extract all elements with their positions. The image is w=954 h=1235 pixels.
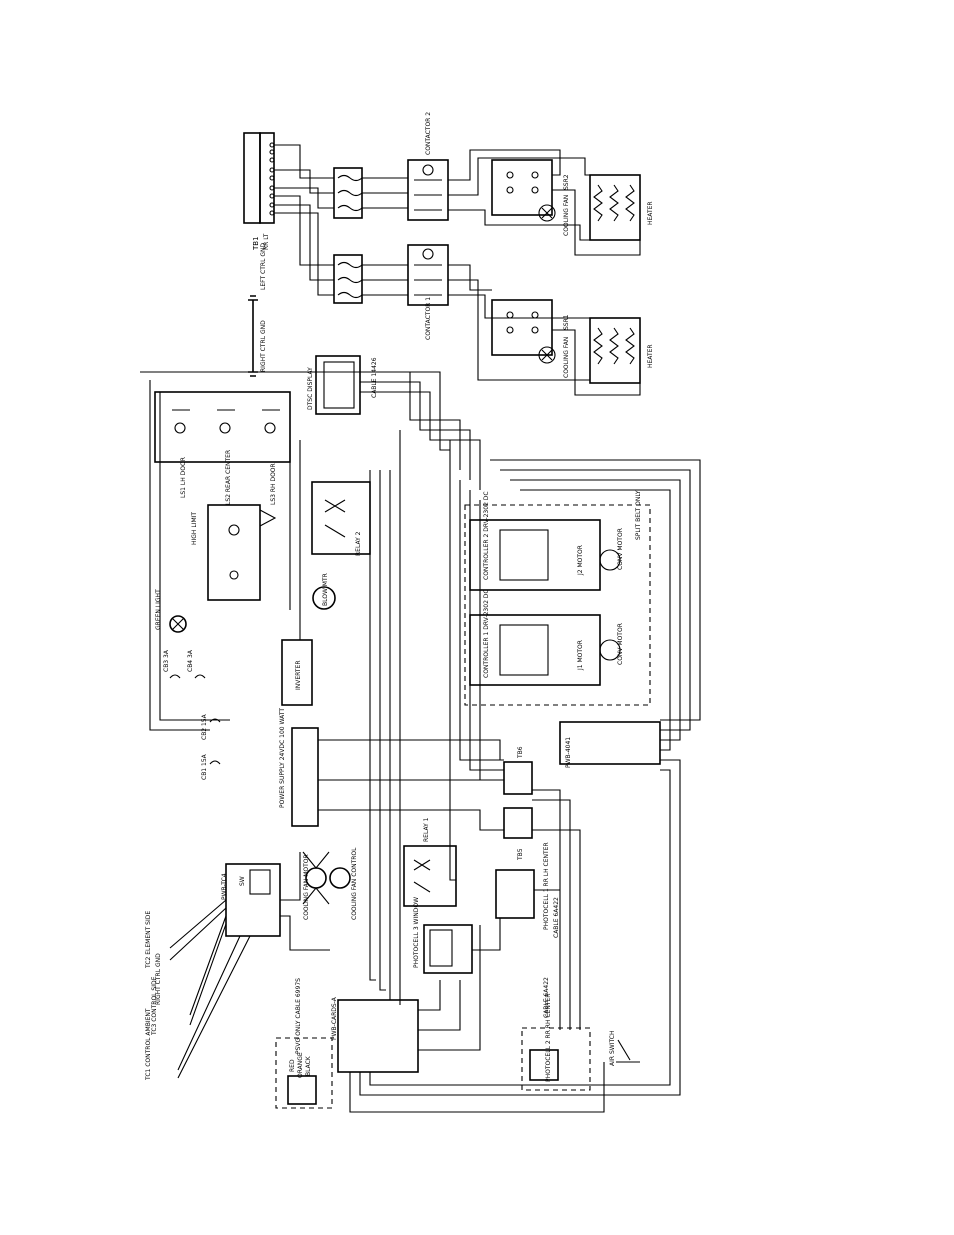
limit-switches: LS1 LH DOOR LS2 REAR CENTER LS3 RH DOOR — [154, 391, 291, 505]
black-wire-label: BLACK — [305, 1055, 312, 1076]
high-limit-label: HIGH LIMIT — [191, 512, 198, 545]
fuse-block-lower — [333, 254, 363, 304]
contactor1-label: CONTACTOR 1 — [425, 297, 432, 340]
tb5: TB5 — [503, 807, 533, 861]
pwb-cards-a: PWB-CARDS-A — [331, 996, 419, 1073]
ssr2-label: SSR2 — [563, 174, 570, 190]
heater-lower: HEATER — [589, 317, 654, 384]
cooling-fan-motor-label: COOLING FAN MOTOR — [303, 854, 310, 920]
j2-motor-label: J2 MOTOR — [577, 545, 584, 576]
conv-motor-1-label: CONV MOTOR — [617, 623, 624, 665]
tc2-label: TC2 ELEMENT SIDE — [145, 911, 152, 969]
j1-motor-label: J1 MOTOR — [577, 640, 584, 671]
pwb-cards-label: PWB-CARDS-A — [331, 996, 338, 1040]
thermocouples: TC2 ELEMENT SIDE RIGHT CTRL GND TC3 CONT… — [145, 899, 251, 1081]
left-ctrl-ground: LEFT CTRL GND — [248, 243, 267, 340]
cooling-fan-2-label: COOLING FAN — [563, 195, 570, 236]
cb2-label: CB2 15A — [201, 713, 208, 740]
relay-2: RELAY 2 — [311, 481, 371, 556]
heater-upper: HEATER — [589, 174, 654, 241]
tb1-sub-label: RR LT — [263, 233, 270, 250]
inverter-label: INVERTER — [295, 660, 302, 690]
ls3-label: LS3 RH DOOR — [270, 463, 277, 505]
cooling-fan-1-label: COOLING FAN — [563, 337, 570, 378]
right-gnd-label: RIGHT CTRL GND — [260, 320, 267, 372]
sw-label: SW — [239, 876, 246, 886]
right-ctrl-gnd2-label: RIGHT CTRL GND — [155, 953, 162, 1005]
inverter: INVERTER — [281, 639, 313, 706]
split-belt-area — [464, 504, 651, 706]
cooling-fan-control-label: COOLING FAN CONTROL — [351, 847, 358, 920]
controller-1: CONTROLLER 1 DRV-2302 DC J1 MOTOR CONV M… — [469, 589, 624, 686]
ls2-label: LS2 REAR CENTER — [225, 450, 232, 505]
ssr1: SSR1 COOLING FAN — [491, 299, 570, 378]
contactor2-label: CONTACTOR 2 — [425, 112, 432, 155]
tb6: TB6 — [503, 746, 533, 795]
tb5-label: TB5 — [517, 848, 524, 861]
split-belt-label: SPLIT BELT ONLY — [635, 490, 642, 540]
heater-lower-label: HEATER — [647, 344, 654, 368]
pwb-tc4-label: PWB-TC4 — [221, 873, 228, 900]
heater-upper-label: HEATER — [647, 201, 654, 225]
photocell-1: PHOTOCELL 1 RR LH CENTER CABLE 6A422 — [495, 842, 560, 938]
tb1-label: TB1 — [252, 236, 260, 251]
conv-motor-2-label: CONV MOTOR — [617, 528, 624, 570]
air-switch-label: AIR SWITCH — [609, 1031, 616, 1066]
tc1-label: TC1 CONTROL AMBIENT — [145, 1008, 152, 1081]
green-light: GREEN LIGHT — [155, 589, 187, 633]
cable-6422a-label: CABLE 6A422 — [553, 897, 560, 938]
tb6-label: TB6 — [517, 746, 524, 759]
cb4-label: CB4 3A — [187, 649, 194, 672]
pwb-4041-label: PWB-4041 — [565, 737, 572, 768]
power-supply: POWER SUPPLY 24VDC 100 WATT — [279, 708, 319, 827]
cb1-label: CB1 15A — [201, 753, 208, 780]
left-gnd-label: LEFT CTRL GND — [260, 243, 267, 290]
tc3-label: TC3 CONTROL SIDE — [151, 976, 158, 1036]
contactor-1: CONTACTOR 1 — [407, 244, 449, 340]
dtsc-display-label: DTSC DISPLAY — [307, 367, 314, 410]
photocell-3: PHOTOCELL 3 WINDOW — [413, 897, 473, 974]
controller-2: CONTROLLER 2 DRV-2302 DC J2 MOTOR CONV M… — [469, 491, 624, 591]
relay1-label: RELAY 1 — [423, 817, 430, 842]
tb1-terminal-block: TB1 RR LT — [243, 132, 275, 251]
ssr1-label: SSR1 — [563, 314, 570, 330]
pwb-4041: PWB-4041 — [559, 721, 661, 768]
cb3-label: CB3 3A — [163, 649, 170, 672]
psvg-only-label: PSVG ONLY CABLE 6997S — [295, 978, 302, 1054]
photocell-2: CABLE 6A422 PHOTOCELL 2 RR RH CENTER — [521, 977, 591, 1091]
ssr2: SSR2 COOLING FAN — [491, 159, 570, 236]
display-cable-label: CABLE 14426 — [371, 357, 378, 398]
pwb-tc4: PWB-TC4 SW — [221, 863, 281, 937]
cable-6422b-label: CABLE 6A422 — [543, 977, 550, 1018]
photocell2-label: PHOTOCELL 2 RR RH CENTER — [545, 994, 552, 1082]
high-limit: HIGH LIMIT — [191, 504, 277, 601]
psvg-only: PSVG ONLY CABLE 6997S RED ORANGE BLACK — [275, 978, 333, 1109]
green-light-label: GREEN LIGHT — [155, 589, 162, 630]
blow-motor-label: BLOW MTR — [322, 573, 329, 606]
ls1-label: LS1 LH DOOR — [180, 457, 187, 498]
blower-motor: BLOW MTR — [312, 573, 336, 610]
cooling-fan-motor: COOLING FAN MOTOR COOLING FAN CONTROL — [302, 847, 358, 920]
controller2-label: CONTROLLER 2 DRV-2302 DC — [483, 491, 490, 580]
air-switch: AIR SWITCH — [609, 1031, 640, 1066]
fuse-block-upper — [333, 167, 363, 219]
red-wire-label: RED — [289, 1059, 296, 1072]
power-supply-label: POWER SUPPLY 24VDC 100 WATT — [279, 708, 286, 808]
relay2-label: RELAY 2 — [355, 531, 362, 556]
dtsc-display: DTSC DISPLAY CABLE 14426 — [307, 355, 378, 415]
orange-wire-label: ORANGE — [297, 1052, 304, 1078]
photocell3-label: PHOTOCELL 3 WINDOW — [413, 897, 420, 968]
contactor-2: CONTACTOR 2 — [407, 112, 449, 221]
photocell1-label: PHOTOCELL 1 RR LH CENTER — [543, 842, 550, 930]
controller1-label: CONTROLLER 1 DRV-2302 DC — [483, 589, 490, 678]
right-ctrl-ground: RIGHT CTRL GND — [248, 320, 267, 377]
relay-1: RELAY 1 — [403, 817, 457, 907]
circuit-breakers: CB3 3A CB4 3A CB2 15A CB1 15A — [163, 649, 221, 780]
